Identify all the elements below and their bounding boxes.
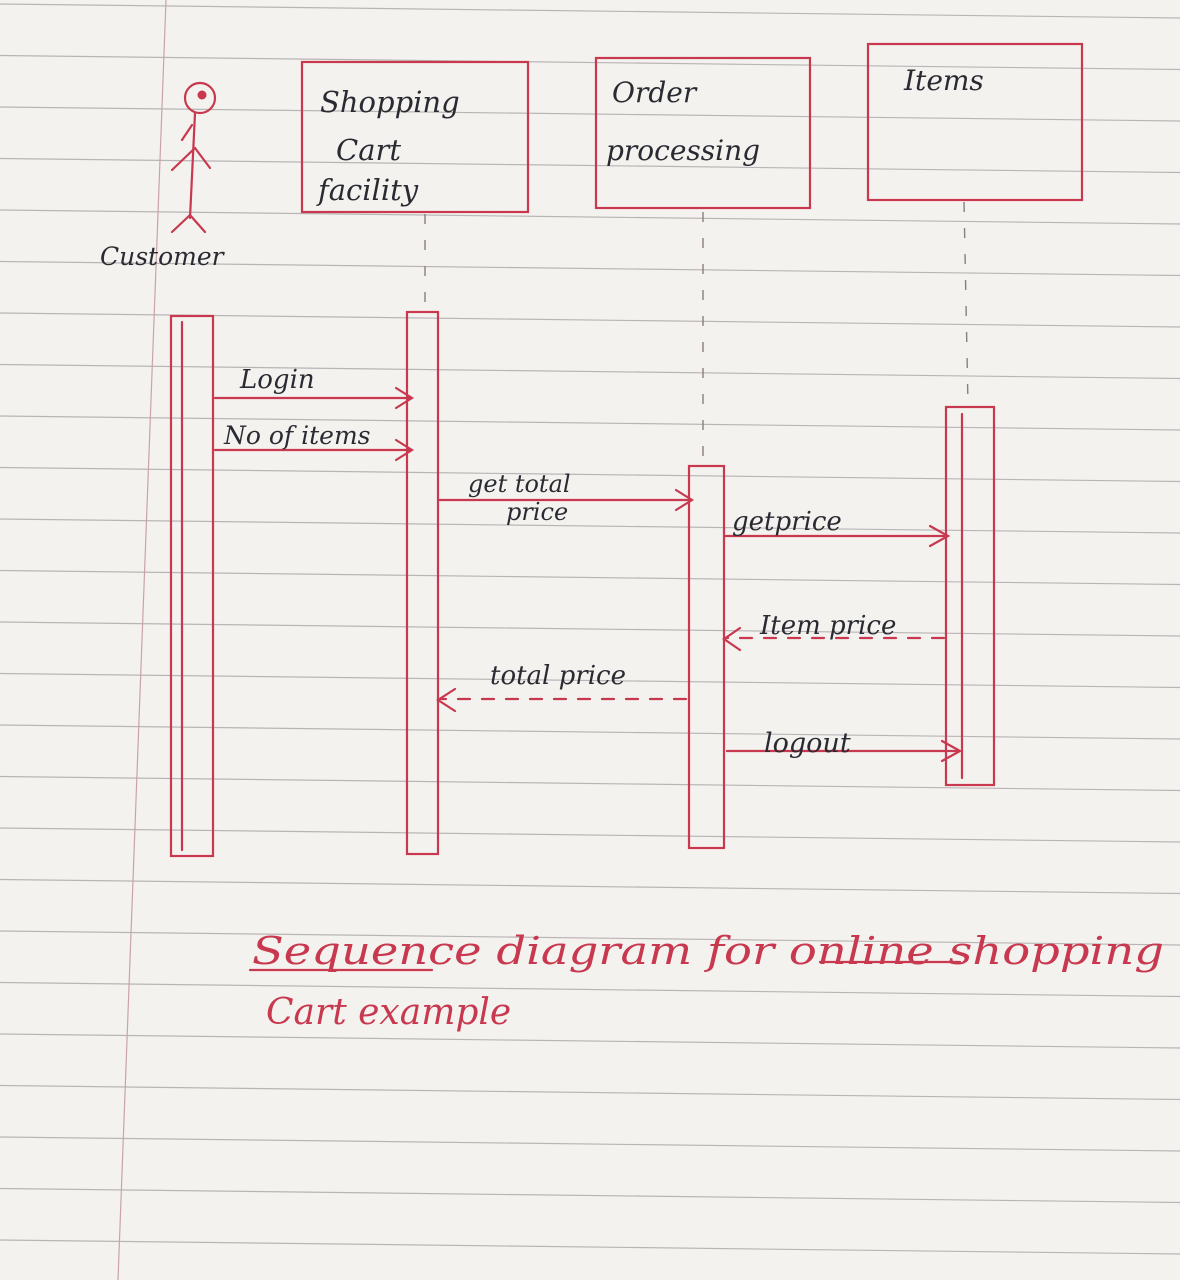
ruled-line [0, 1136, 1180, 1152]
participant-label-line: facility [316, 173, 419, 207]
caption-line-1: Sequence diagram for online shopping [252, 929, 1164, 973]
message-total-price: total price [435, 661, 688, 713]
ruled-line [0, 209, 1180, 225]
activation-bar-customer [169, 314, 215, 858]
ruled-line [0, 775, 1180, 792]
message-label: No of items [223, 421, 371, 450]
ruled-line [0, 878, 1180, 895]
message-label: logout [764, 728, 851, 759]
actor-label: Customer [100, 242, 226, 271]
activation-bar-order-processing [687, 464, 726, 850]
ruled-line [0, 569, 1180, 586]
message-label: Item price [759, 611, 896, 641]
ruled-line [0, 981, 1180, 998]
ruled-line [0, 106, 1180, 122]
participant-box [866, 42, 1084, 202]
ruled-line [0, 157, 1180, 174]
participant-order-processing: Order processing [594, 56, 812, 210]
ruled-line [0, 930, 1180, 946]
ruled-line [0, 1239, 1180, 1255]
message-getprice: getprice [722, 507, 951, 548]
message-item-price: Item price [722, 611, 946, 652]
message-label: getprice [732, 507, 842, 537]
message-login: Login [213, 365, 415, 410]
ruled-line [0, 621, 1180, 637]
participant-items: Items [866, 42, 1084, 202]
stick-figure-icon [170, 81, 217, 234]
ruled-line [0, 260, 1180, 277]
participant-box [300, 60, 530, 214]
ruled-line [0, 1033, 1180, 1049]
ruled-line [0, 1187, 1180, 1204]
ruled-line [0, 672, 1180, 689]
ruled-line [0, 1084, 1180, 1101]
participant-label-line: Items [903, 64, 984, 97]
ruled-line [0, 518, 1180, 534]
participant-label-line: Shopping [320, 85, 460, 119]
message-no-of-items: No of items [213, 421, 415, 462]
participant-box [594, 56, 812, 210]
margin-line [117, 0, 167, 1280]
ruled-line [0, 724, 1180, 740]
ruled-line [0, 3, 1180, 19]
ruled-line [0, 363, 1180, 380]
caption-line-2: Cart example [266, 992, 511, 1033]
message-label: Login [239, 365, 315, 395]
activation-bar-shopping-cart [405, 310, 440, 856]
message-label: get total [468, 470, 571, 498]
message-logout: logout [725, 728, 963, 763]
ruled-line [0, 827, 1180, 843]
actor-customer: Customer [100, 81, 226, 271]
activation-bar-items [944, 405, 996, 787]
ruled-line [0, 466, 1180, 483]
lifeline-items [963, 201, 969, 406]
participant-label-line: Cart [336, 133, 401, 167]
participant-label-line: processing [606, 134, 760, 167]
ruled-line [0, 415, 1180, 431]
diagram-caption: Sequence diagram for online shopping Car… [248, 929, 1164, 1033]
ruled-line [0, 54, 1180, 71]
message-label: total price [490, 661, 626, 691]
participant-shopping-cart: Shopping Cart facility [300, 60, 530, 214]
message-label: price [506, 498, 568, 526]
message-get-total-price: get total price [436, 470, 695, 526]
participant-label-line: Order [612, 76, 698, 109]
